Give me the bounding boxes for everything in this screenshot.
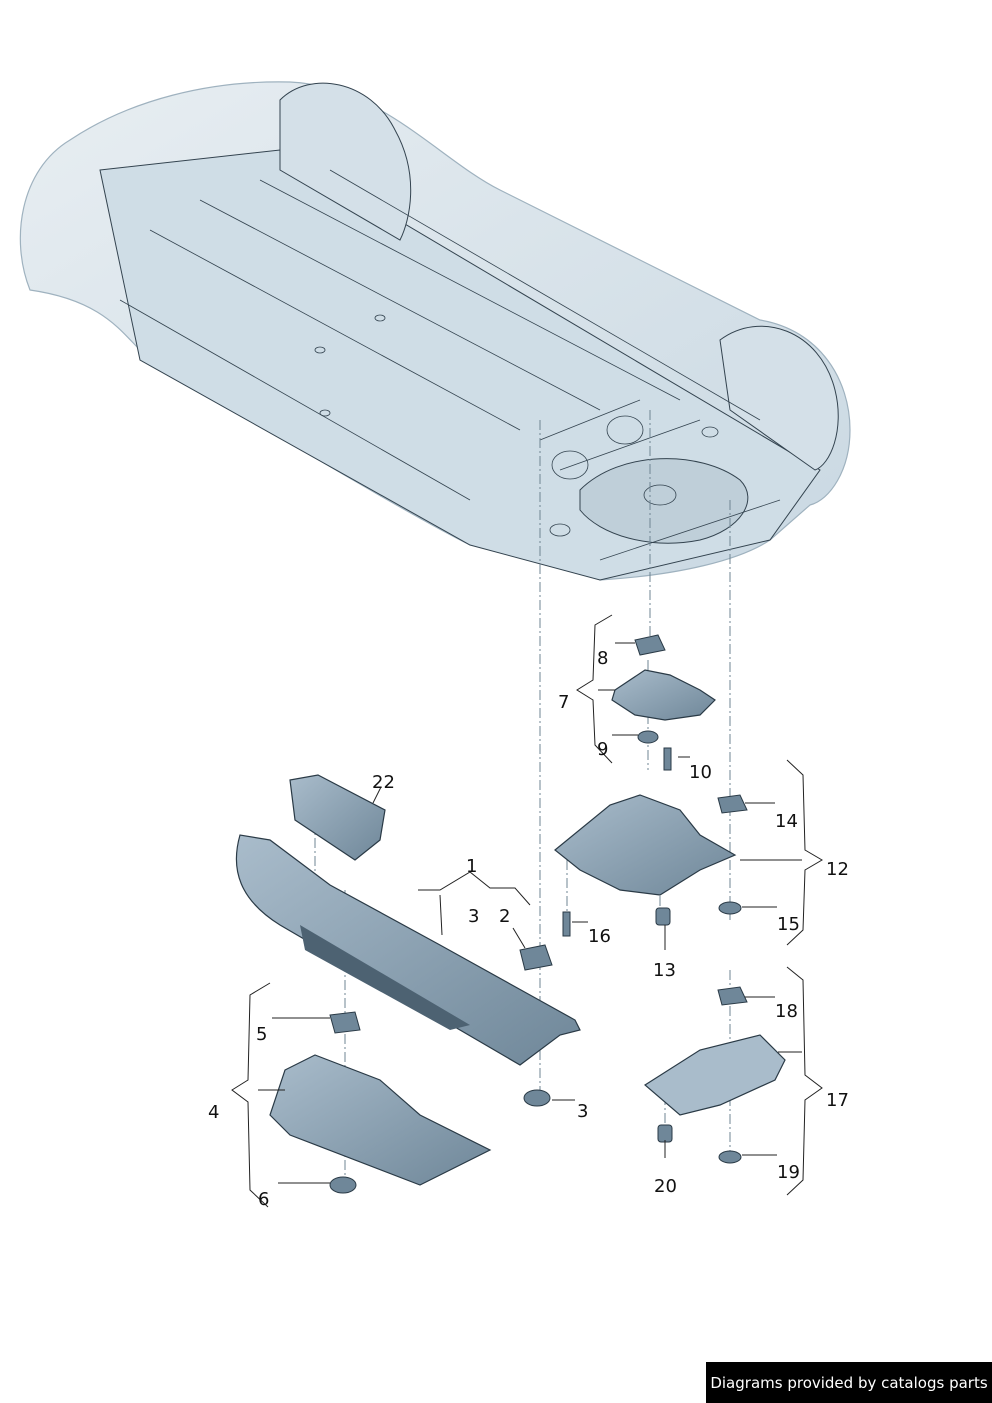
car-underbody	[19, 81, 851, 581]
label-1: 1	[466, 856, 477, 877]
heat-shield-part-22	[289, 774, 386, 861]
callout-labels: 22 1 3 2 3 4 5 6 7 8 9 10 14 12 15 16 13…	[208, 648, 849, 1210]
label-16: 16	[588, 926, 611, 947]
leader-lines	[231, 614, 823, 1208]
rear-wheel-arch	[719, 325, 839, 471]
rubber-buffer-part-20	[657, 1124, 673, 1143]
credit-banner: Diagrams provided by catalogs parts	[706, 1362, 992, 1403]
nut-part-9	[637, 730, 659, 744]
nut-part-15	[718, 901, 742, 915]
label-15: 15	[777, 914, 800, 935]
clip-part-18	[717, 986, 748, 1006]
label-7: 7	[558, 692, 569, 713]
clip-part-8	[634, 634, 666, 656]
label-4: 4	[208, 1102, 219, 1123]
label-3b: 3	[577, 1101, 588, 1122]
label-10: 10	[689, 762, 712, 783]
label-20: 20	[654, 1176, 677, 1197]
underbody-structure-lines	[119, 169, 781, 561]
clip-part-14	[717, 794, 748, 814]
nut-part-3	[523, 1089, 551, 1107]
center-tunnel-panel-part-1	[235, 834, 581, 1066]
label-19: 19	[777, 1162, 800, 1183]
label-18: 18	[775, 1001, 798, 1022]
rear-underbody-cover-part-12	[554, 794, 737, 896]
label-13: 13	[653, 960, 676, 981]
spare-wheel-well	[579, 458, 749, 544]
rear-lower-cover-part-17	[643, 1034, 786, 1116]
center-tunnel-recess	[300, 925, 470, 1030]
clip-part-2	[519, 944, 553, 971]
label-6: 6	[258, 1189, 269, 1210]
clip-part-5	[329, 1011, 361, 1034]
fasteners	[329, 634, 748, 1194]
label-2: 2	[499, 906, 510, 927]
front-heat-shield-part-4	[269, 1054, 492, 1186]
label-12: 12	[826, 859, 849, 880]
bolt-part-16	[562, 911, 571, 937]
label-9: 9	[597, 739, 608, 760]
bracket-part-7	[611, 669, 716, 721]
rubber-buffer-part-13	[655, 907, 671, 926]
front-wheel-arch	[279, 82, 412, 241]
label-17: 17	[826, 1090, 849, 1111]
label-5: 5	[256, 1024, 267, 1045]
label-22: 22	[372, 772, 395, 793]
label-14: 14	[775, 811, 798, 832]
bolt-part-10	[663, 747, 672, 771]
nut-part-19	[718, 1150, 742, 1164]
nut-part-6	[329, 1176, 357, 1194]
label-3a: 3	[468, 906, 479, 927]
label-8: 8	[597, 648, 608, 669]
